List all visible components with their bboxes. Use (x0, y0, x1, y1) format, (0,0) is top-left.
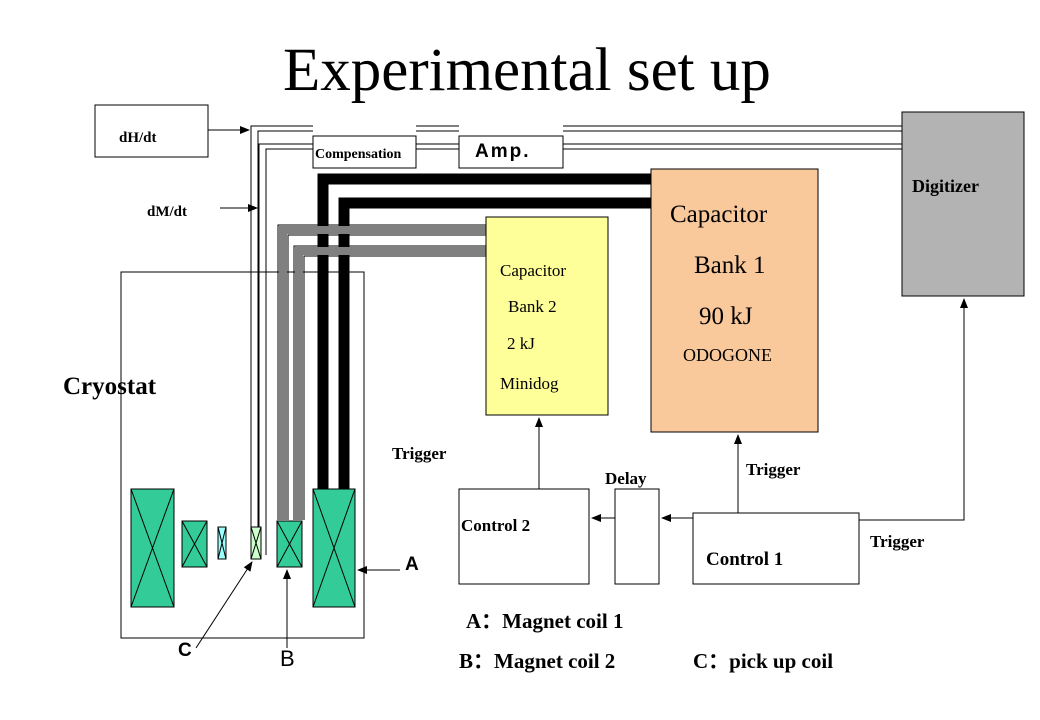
trigger-label-middle: Trigger (746, 460, 801, 479)
bank1-line3: 90 kJ (699, 303, 753, 330)
bank1-line1: Capacitor (670, 201, 768, 228)
digitizer-label: Digitizer (912, 176, 979, 196)
bank1-cables (317, 173, 652, 490)
label-b: B (280, 646, 295, 671)
amp-box (458, 135, 564, 169)
trigger-label-left: Trigger (392, 444, 447, 463)
cryostat-label: Cryostat (63, 373, 157, 400)
delay-box (614, 488, 660, 585)
bank2-line4: Minidog (500, 374, 559, 393)
arrow-c (195, 561, 253, 649)
legend-b: B：Magnet coil 2 (459, 649, 616, 673)
label-c: C (178, 640, 192, 661)
dhdt-box (94, 104, 209, 158)
amp-label: Amp. (475, 141, 531, 162)
compensation-label: Compensation (315, 147, 402, 162)
magnet-coil-1-right (312, 488, 356, 608)
magnet-coil-2-right (276, 520, 303, 568)
control1-to-digitizer (859, 298, 968, 521)
pickup-coil-right (250, 526, 262, 560)
control-2-label: Control 2 (461, 516, 531, 535)
page-title: Experimental set up (283, 37, 771, 104)
capacitor-bank-2 (485, 216, 609, 416)
bank2-cables (277, 224, 486, 520)
bank1-line4: ODOGONE (683, 345, 772, 365)
label-a: A (405, 554, 419, 575)
control-1-label: Control 1 (706, 549, 784, 570)
arrows (195, 126, 968, 649)
bank2-line2: Bank 2 (508, 297, 557, 316)
control-1-box (692, 512, 860, 585)
digitizer-box (901, 111, 1025, 297)
capacitor-bank-1 (650, 168, 819, 433)
control-2-box (458, 488, 590, 585)
signal-lines (250, 125, 902, 555)
bank2-line1: Capacitor (500, 261, 567, 280)
dmdt-label: dM/dt (147, 204, 188, 220)
pickup-coil-left (217, 526, 227, 560)
bank1-line2: Bank 1 (694, 252, 766, 279)
legend-a: A：Magnet coil 1 (466, 609, 624, 633)
bank2-line3: 2 kJ (507, 334, 535, 353)
magnet-coil-2-left (181, 520, 208, 568)
dhdt-label: dH/dt (119, 130, 157, 146)
legend-c: C：pick up coil (693, 649, 834, 673)
magnet-coil-1-left (130, 488, 175, 608)
compensation-box (312, 135, 417, 169)
delay-label: Delay (605, 469, 647, 488)
coils (130, 488, 356, 608)
trigger-label-right: Trigger (870, 532, 925, 551)
